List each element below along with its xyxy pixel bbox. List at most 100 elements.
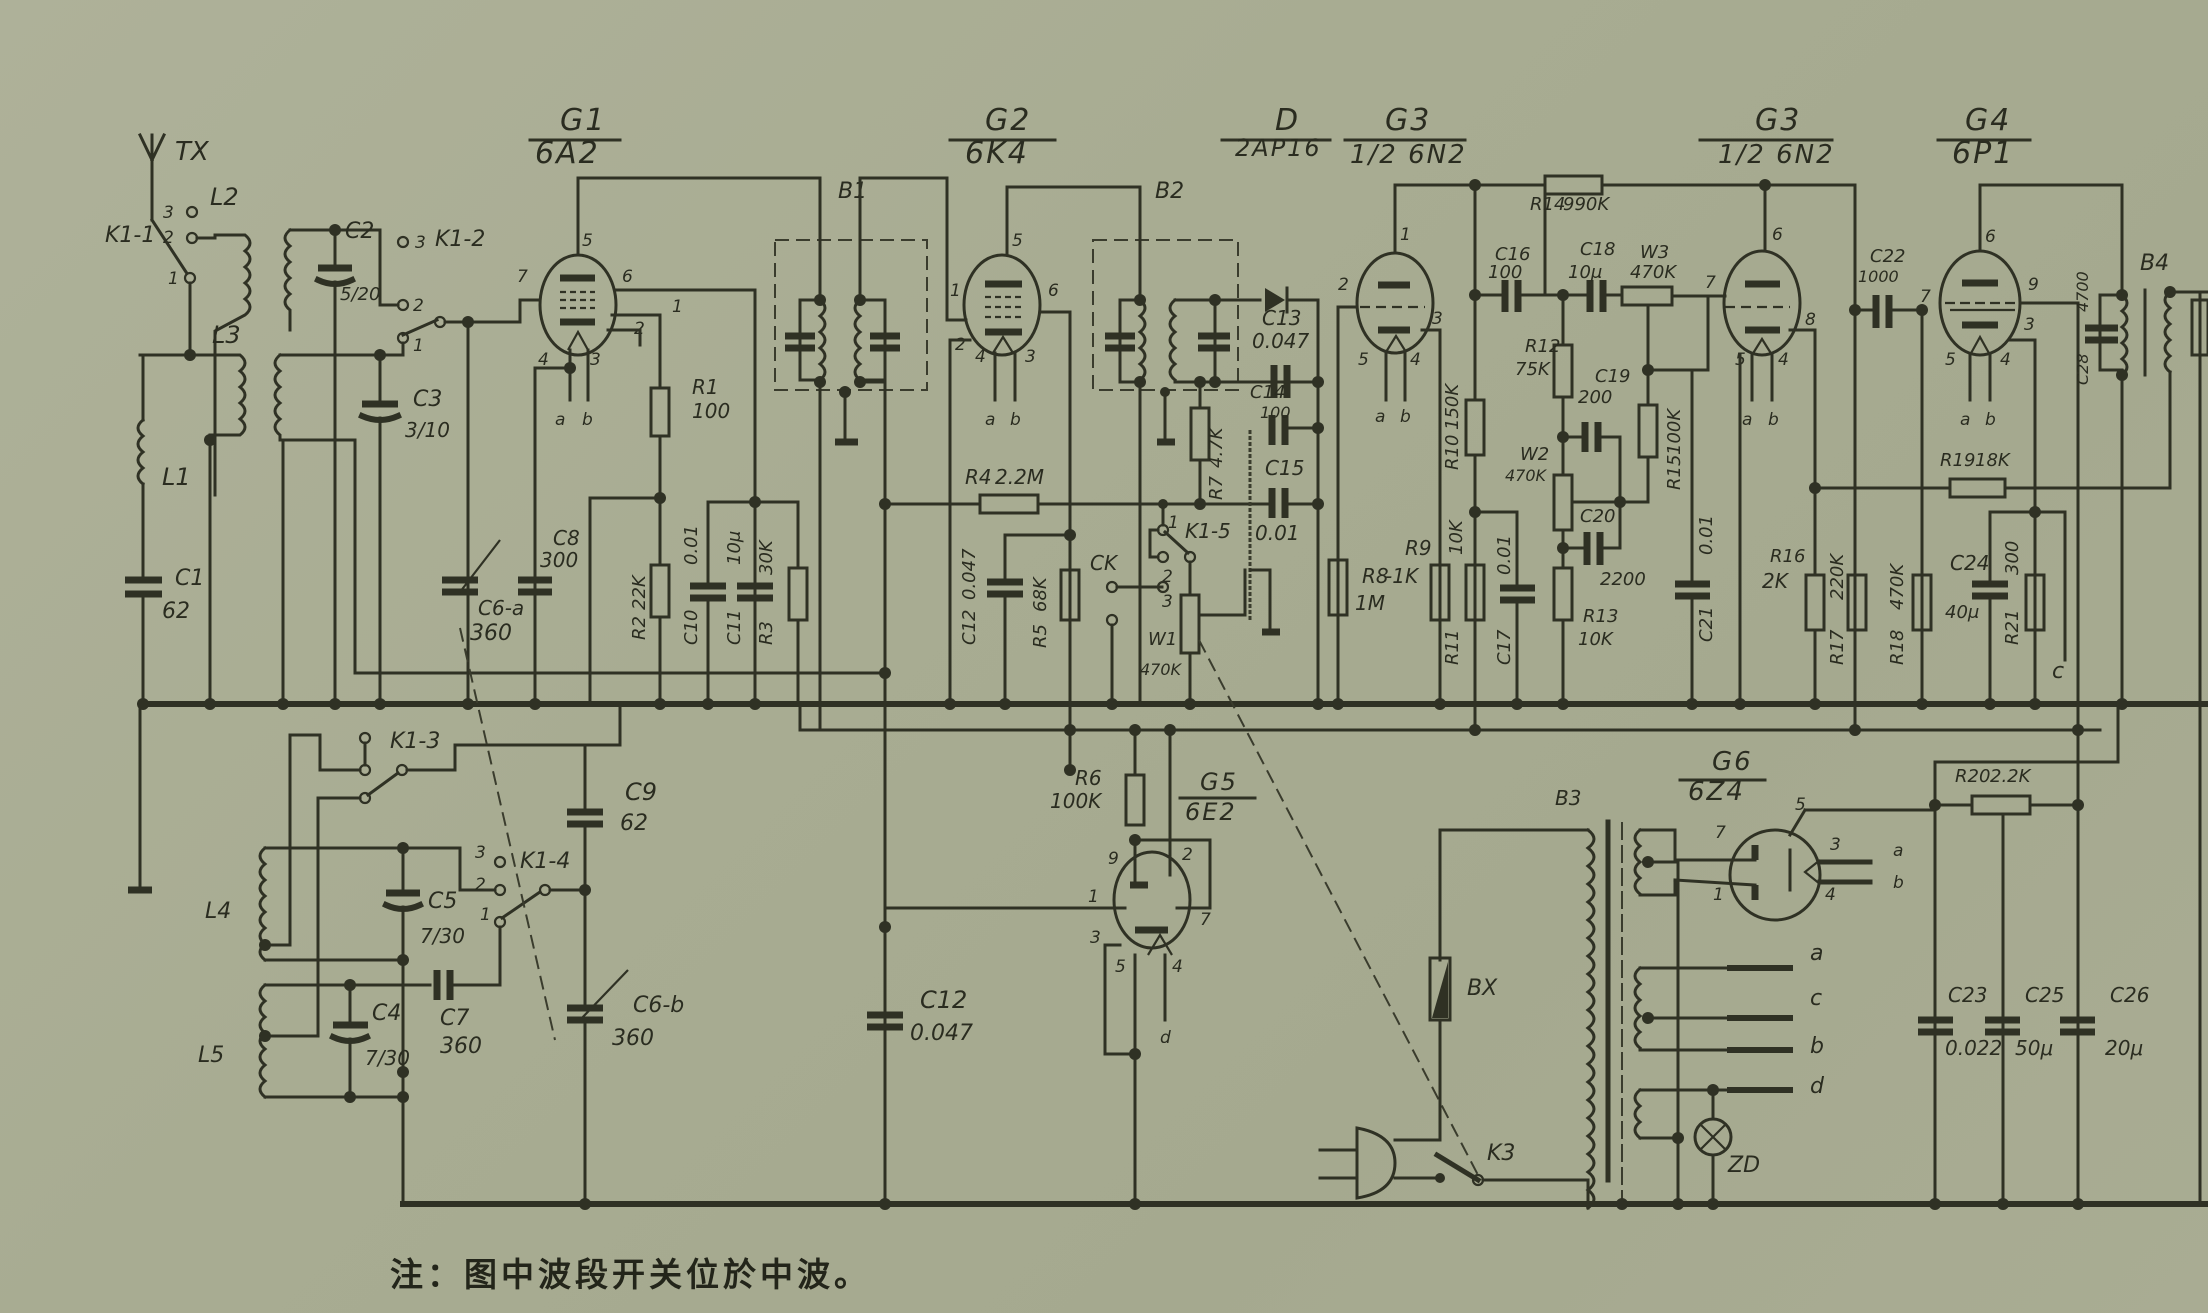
tube-header-g1: G1 6A2 bbox=[528, 103, 622, 171]
resistor-r3: R3 30K bbox=[756, 500, 809, 706]
svg-text:c: c bbox=[2052, 659, 2064, 684]
svg-text:2AP16: 2AP16 bbox=[1235, 134, 1322, 162]
c12-ref: C12 bbox=[920, 986, 967, 1014]
svg-text:C2: C2 bbox=[345, 219, 374, 244]
svg-text:4.7K: 4.7K bbox=[1206, 426, 1227, 468]
svg-text:1: 1 bbox=[1168, 513, 1179, 533]
svg-text:b: b bbox=[1010, 410, 1021, 430]
switch-k1-3[interactable]: K1-3 bbox=[288, 702, 622, 1038]
switch-k1-4[interactable]: K1-4 3 2 1 bbox=[453, 843, 591, 987]
capacitor-c6b[interactable]: C6-b 360 bbox=[567, 969, 684, 1206]
svg-text:G2: G2 bbox=[985, 103, 1031, 138]
svg-text:4700: 4700 bbox=[2073, 271, 2092, 312]
tube-g6: G6 6Z4 5 7 1 3 4 a b bbox=[1673, 747, 1937, 922]
svg-text:20μ: 20μ bbox=[2105, 1036, 2143, 1060]
power-switch-k3[interactable]: K3 bbox=[1433, 1141, 1590, 1210]
inductor-l5: L5 bbox=[198, 982, 432, 1103]
capacitor-c6a[interactable]: C6-a 360 bbox=[442, 539, 524, 646]
svg-text:G4: G4 bbox=[1965, 103, 2011, 138]
svg-text:C28: C28 bbox=[2073, 353, 2092, 385]
svg-text:R7: R7 bbox=[1206, 475, 1227, 500]
footnote: 注：图中波段开关位於中波。 bbox=[390, 1255, 871, 1294]
switch-k1-1[interactable]: K1-1 3 2 1 bbox=[105, 203, 217, 357]
svg-text:R2: R2 bbox=[629, 616, 650, 640]
svg-text:d: d bbox=[1810, 1074, 1825, 1099]
svg-text:7: 7 bbox=[1705, 273, 1716, 293]
svg-text:K3: K3 bbox=[1487, 1141, 1515, 1166]
svg-text:2: 2 bbox=[475, 875, 486, 895]
svg-text:4: 4 bbox=[1410, 350, 1421, 370]
svg-text:-1K: -1K bbox=[1385, 564, 1420, 588]
svg-text:R1: R1 bbox=[692, 375, 719, 399]
resistor-r11: R11 bbox=[1442, 563, 1486, 665]
svg-text:7: 7 bbox=[1715, 823, 1726, 843]
svg-text:6A2: 6A2 bbox=[535, 136, 600, 171]
svg-text:G6: G6 bbox=[1712, 747, 1753, 777]
svg-text:470K: 470K bbox=[1887, 563, 1908, 610]
svg-text:R15: R15 bbox=[1664, 455, 1685, 490]
svg-text:3: 3 bbox=[590, 350, 601, 370]
capacitor-c20: C19 200 bbox=[1557, 366, 1630, 547]
resistor-r20: R20 2.2K bbox=[1929, 702, 2120, 1206]
capacitor-c8: C8 300 bbox=[518, 526, 580, 596]
svg-text:R5: R5 bbox=[1030, 624, 1051, 648]
svg-text:0.047: 0.047 bbox=[959, 548, 980, 600]
potentiometer-w2[interactable]: W2 470K bbox=[1505, 444, 1626, 532]
svg-text:a: a bbox=[1810, 941, 1823, 966]
svg-text:3: 3 bbox=[1830, 835, 1841, 855]
svg-text:3: 3 bbox=[415, 233, 426, 253]
svg-text:5: 5 bbox=[1945, 350, 1956, 370]
capacitor-c4: C4 7/30 bbox=[329, 979, 410, 1099]
capacitor-c10: C10 0.01 bbox=[681, 500, 726, 706]
svg-text:2: 2 bbox=[413, 296, 424, 316]
svg-text:30K: 30K bbox=[756, 539, 777, 575]
svg-text:G3: G3 bbox=[1385, 103, 1431, 138]
svg-text:2.2K: 2.2K bbox=[1990, 766, 2032, 787]
svg-text:1: 1 bbox=[950, 281, 961, 301]
power-plug bbox=[1318, 1126, 1442, 1200]
resistor-r6: R6 100K bbox=[1050, 766, 1146, 846]
capacitor-c7: C7 360 bbox=[433, 970, 502, 1059]
c-tap: c bbox=[2033, 510, 2067, 684]
svg-text:C19: C19 bbox=[1595, 366, 1630, 387]
svg-text:b: b bbox=[1985, 410, 1996, 430]
svg-text:C11: C11 bbox=[724, 610, 745, 645]
resistor-r19: R19 18K bbox=[1813, 450, 2172, 499]
svg-text:K1-1: K1-1 bbox=[105, 223, 155, 248]
switch-k1-2[interactable]: K1-2 3 2 1 bbox=[278, 227, 522, 706]
resistor-r8: R8 -1K 1M bbox=[1327, 558, 1420, 617]
svg-text:R3: R3 bbox=[756, 621, 777, 645]
svg-text:4: 4 bbox=[1825, 885, 1836, 905]
resistor-r13: R13 10K bbox=[1552, 566, 1618, 706]
svg-text:100: 100 bbox=[1488, 262, 1522, 283]
capacitor-c27: C26 20μ bbox=[2060, 983, 2149, 1060]
svg-text:C13: C13 bbox=[1262, 306, 1301, 330]
switch-ck[interactable]: CK bbox=[1090, 551, 1164, 706]
svg-text:L5: L5 bbox=[198, 1043, 224, 1068]
svg-text:ZD: ZD bbox=[1727, 1153, 1760, 1178]
svg-text:7: 7 bbox=[1200, 910, 1211, 930]
svg-text:3: 3 bbox=[2024, 315, 2035, 335]
svg-text:7/30: 7/30 bbox=[365, 1046, 410, 1070]
svg-text:W3: W3 bbox=[1640, 242, 1669, 263]
svg-text:9: 9 bbox=[1108, 849, 1119, 869]
potentiometer-w3[interactable]: W3 470K bbox=[1620, 242, 1710, 376]
svg-text:d: d bbox=[1160, 1028, 1171, 1048]
inductor-l2: L2 bbox=[210, 183, 293, 497]
svg-text:D: D bbox=[1275, 103, 1300, 138]
svg-text:R8: R8 bbox=[1362, 564, 1389, 588]
capacitor-c28: C28 4700 bbox=[2073, 271, 2124, 385]
svg-text:0.01: 0.01 bbox=[681, 525, 702, 565]
svg-text:0.022: 0.022 bbox=[1945, 1036, 2002, 1060]
capacitor-c22: C21 0.01 bbox=[1675, 368, 1717, 706]
svg-text:R12: R12 bbox=[1525, 336, 1560, 357]
switch-k1-5[interactable]: K1-5 1 2 3 bbox=[1148, 499, 1231, 612]
svg-text:a: a bbox=[985, 410, 995, 430]
svg-text:9: 9 bbox=[2028, 275, 2039, 295]
svg-text:G1: G1 bbox=[560, 103, 606, 138]
potentiometer-w1[interactable]: W1 470K bbox=[1140, 560, 1247, 706]
diode-d bbox=[1265, 286, 1324, 706]
svg-text:1: 1 bbox=[1088, 887, 1099, 907]
resistor-r12: R12 75K bbox=[1515, 293, 1574, 399]
svg-text:R19: R19 bbox=[1940, 450, 1975, 471]
